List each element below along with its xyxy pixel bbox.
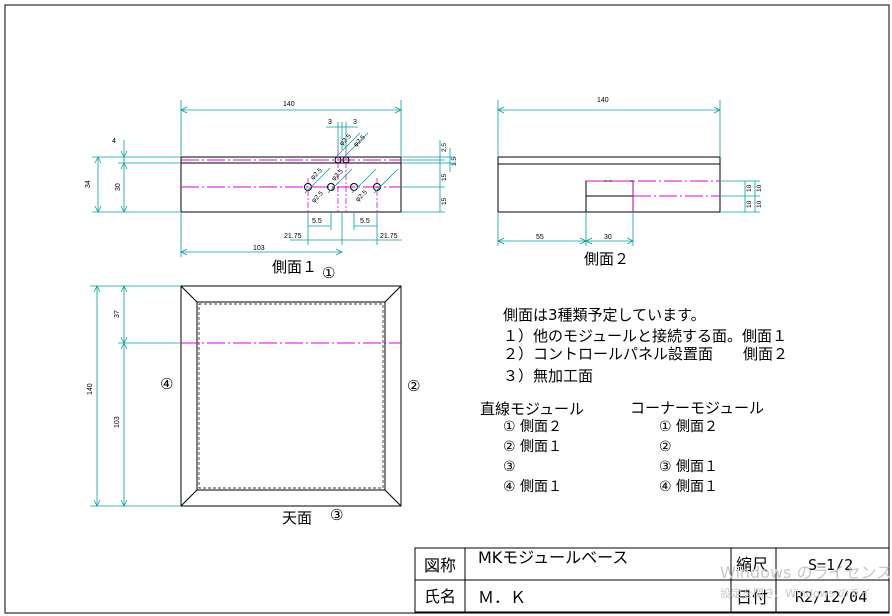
- title-value-scale: S=1/2: [808, 556, 853, 574]
- side1-dimension-lines: [92, 100, 455, 257]
- corner-bevel: [384, 489, 402, 507]
- dim-phi: φ2.5: [310, 190, 325, 205]
- dim-140: 140: [87, 383, 94, 395]
- top-marker-left: ④: [160, 375, 173, 393]
- dim-37: 37: [114, 310, 121, 318]
- top-hidden-line: [198, 303, 384, 489]
- corner-bevel: [384, 285, 402, 303]
- dim-140: 140: [283, 101, 295, 108]
- straight-module-row: ① 側面２: [503, 419, 562, 435]
- top-marker-bottom: ③: [330, 506, 343, 524]
- side2-dimension-lines: [497, 100, 760, 246]
- dim-10: 10: [756, 200, 763, 208]
- corner-module-list: コーナーモジュール ① 側面２ ② ③ 側面１ ④ 側面１: [630, 399, 764, 495]
- dim-34: 34: [85, 180, 92, 188]
- dim-3: 3: [328, 119, 332, 126]
- dim-phi: φ2.5: [354, 189, 369, 204]
- dim-55: 55: [536, 234, 544, 241]
- notes-block: 側面は3種類予定しています。 １）他のモジュールと接続する面。側面１ ２）コント…: [503, 306, 788, 385]
- title-value-author: Ｍ．Ｋ: [478, 588, 526, 607]
- side1-outline: [180, 156, 402, 213]
- corner-module-title: コーナーモジュール: [630, 399, 764, 417]
- dim-5-5: 5.5: [360, 218, 370, 225]
- notes-item: １）他のモジュールと接続する面。側面１: [503, 327, 787, 345]
- watermark-line2: 設定を開き、Windows のライ: [720, 586, 871, 600]
- dim-30: 30: [604, 234, 612, 241]
- straight-module-row: ② 側面１: [503, 439, 562, 455]
- dim-3: 3: [353, 119, 357, 126]
- dim-140: 140: [597, 97, 609, 104]
- dim-15: 15: [441, 173, 448, 181]
- dim-5-5: 5.5: [312, 218, 322, 225]
- dim-21-75: 21.75: [380, 233, 398, 240]
- dim-10: 10: [746, 200, 753, 208]
- sheet-border: [4, 4, 890, 614]
- dim-21-75: 21.75: [284, 233, 302, 240]
- straight-module-list: 直線モジュール ① 側面２ ② 側面１ ③ ④ 側面１: [480, 400, 584, 495]
- dim-15: 15: [441, 197, 448, 205]
- straight-module-row: ④ 側面１: [503, 479, 562, 495]
- top-inner-frame: [196, 301, 386, 491]
- straight-module-title: 直線モジュール: [480, 400, 584, 418]
- title-label-name: 図称: [424, 556, 456, 575]
- notes-item: ３）無加工面: [503, 367, 593, 385]
- side1-hole: [334, 156, 342, 164]
- dim-4: 4: [112, 138, 116, 145]
- dim-30: 30: [115, 183, 122, 191]
- top-marker-right: ②: [407, 377, 420, 395]
- title-label-author: 氏名: [424, 587, 456, 606]
- title-block: 図称 MKモジュールベース 氏名 Ｍ．Ｋ 縮尺 S=1/2 日付 R2/12/0…: [414, 547, 890, 613]
- dim-103: 103: [114, 416, 121, 428]
- dim-phi: φ2.5: [309, 167, 324, 182]
- dim-103: 103: [253, 245, 265, 252]
- corner-module-row: ④ 側面１: [659, 479, 718, 495]
- notes-title: 側面は3種類予定しています。: [503, 306, 706, 324]
- side1-hole: [342, 156, 350, 164]
- side1-caption: 側面１: [272, 258, 317, 276]
- notes-item: ２）コントロールパネル設置面 側面２: [503, 345, 788, 363]
- side2-outline: [497, 156, 721, 213]
- title-value-date: R2/12/04: [795, 588, 867, 606]
- dim-2-5: 2.5: [441, 143, 448, 152]
- dim-phi: φ2.5: [330, 168, 345, 183]
- corner-module-row: ① 側面２: [659, 419, 718, 435]
- top-outline: [180, 285, 402, 507]
- dim-1-5: 1.5: [451, 157, 458, 166]
- top-dimension-lines: [90, 285, 180, 507]
- straight-module-row: ③: [503, 459, 516, 475]
- corner-module-row: ②: [659, 439, 672, 455]
- top-view: 140 37 103 ④ ② 天面 ③: [87, 285, 420, 527]
- title-label-scale: 縮尺: [736, 555, 768, 574]
- windows-activation-watermark: Windows のライセンス 設定を開き、Windows のライ: [720, 563, 892, 600]
- top-caption: 天面: [282, 509, 312, 527]
- title-value-name: MKモジュールベース: [478, 548, 628, 567]
- side2-caption: 側面２: [584, 250, 629, 268]
- title-label-date: 日付: [736, 588, 768, 607]
- corner-bevel: [180, 489, 198, 507]
- dim-10: 10: [756, 184, 763, 192]
- side1-view: 140 3 3 4 34 30 2.5 1.5 15 15 5.5 5.5 21…: [85, 100, 458, 282]
- side2-view: 140 55 30 10 10 10 10 側面２: [497, 97, 763, 268]
- corner-bevel: [180, 285, 198, 303]
- side1-marker: ①: [322, 264, 335, 282]
- dim-10: 10: [746, 184, 753, 192]
- corner-module-row: ③ 側面１: [659, 459, 718, 475]
- watermark-line1: Windows のライセンス: [720, 563, 892, 582]
